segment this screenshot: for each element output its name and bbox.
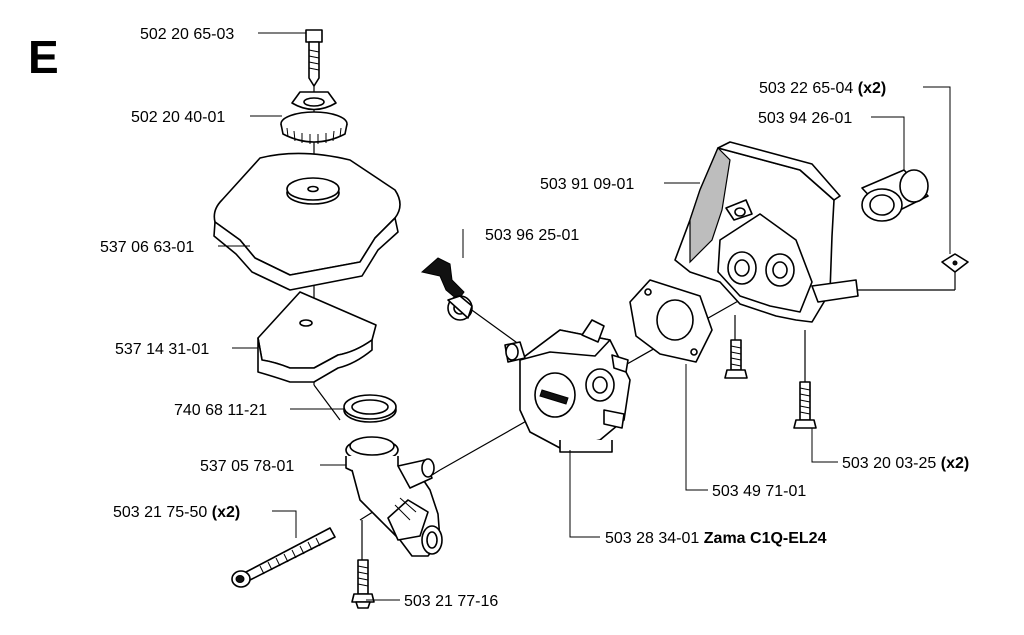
knurled-nut — [280, 91, 348, 144]
label-air-filter: 537 14 31-01 — [115, 341, 209, 358]
short-screw — [351, 559, 375, 609]
gasket-ring — [343, 394, 397, 423]
label-housing-screw: 503 20 03-25 (x2) — [842, 455, 969, 472]
carburetor-gasket — [629, 279, 713, 363]
label-short-screw: 503 21 77-16 — [404, 593, 498, 610]
long-screw — [231, 527, 336, 588]
label-carburetor: 503 28 34-01 Zama C1Q-EL24 — [605, 530, 827, 547]
part-labels: 502 20 65-03 502 20 40-01 537 06 63-01 5… — [100, 26, 969, 610]
choke-lever — [420, 257, 473, 321]
carburetor-housing — [674, 141, 859, 323]
label-air-filter-cover: 537 06 63-01 — [100, 239, 194, 256]
housing-screw-right — [793, 381, 817, 429]
carburetor — [504, 319, 631, 453]
label-intake-elbow: 537 05 78-01 — [200, 458, 294, 475]
label-carburetor-gasket: 503 49 71-01 — [712, 483, 806, 500]
label-knurled-nut: 502 20 40-01 — [131, 109, 225, 126]
air-filter-cover — [213, 152, 401, 291]
callout-leaders — [218, 32, 951, 601]
bolt-top — [305, 29, 323, 87]
label-sleeve: 503 94 26-01 — [758, 110, 852, 127]
label-clip: 503 22 65-04 (x2) — [759, 80, 886, 97]
clip — [941, 253, 969, 273]
housing-screw-left — [724, 339, 748, 379]
label-choke-lever: 503 96 25-01 — [485, 227, 579, 244]
sleeve — [861, 169, 929, 222]
label-gasket-ring: 740 68 11-21 — [174, 402, 267, 419]
label-carburetor-housing: 503 91 09-01 — [540, 176, 634, 193]
section-letter: E — [28, 31, 59, 83]
air-filter — [257, 291, 377, 383]
label-bolt-top: 502 20 65-03 — [140, 26, 234, 43]
intake-elbow — [345, 436, 443, 557]
label-long-screw: 503 21 75-50 (x2) — [113, 504, 240, 521]
